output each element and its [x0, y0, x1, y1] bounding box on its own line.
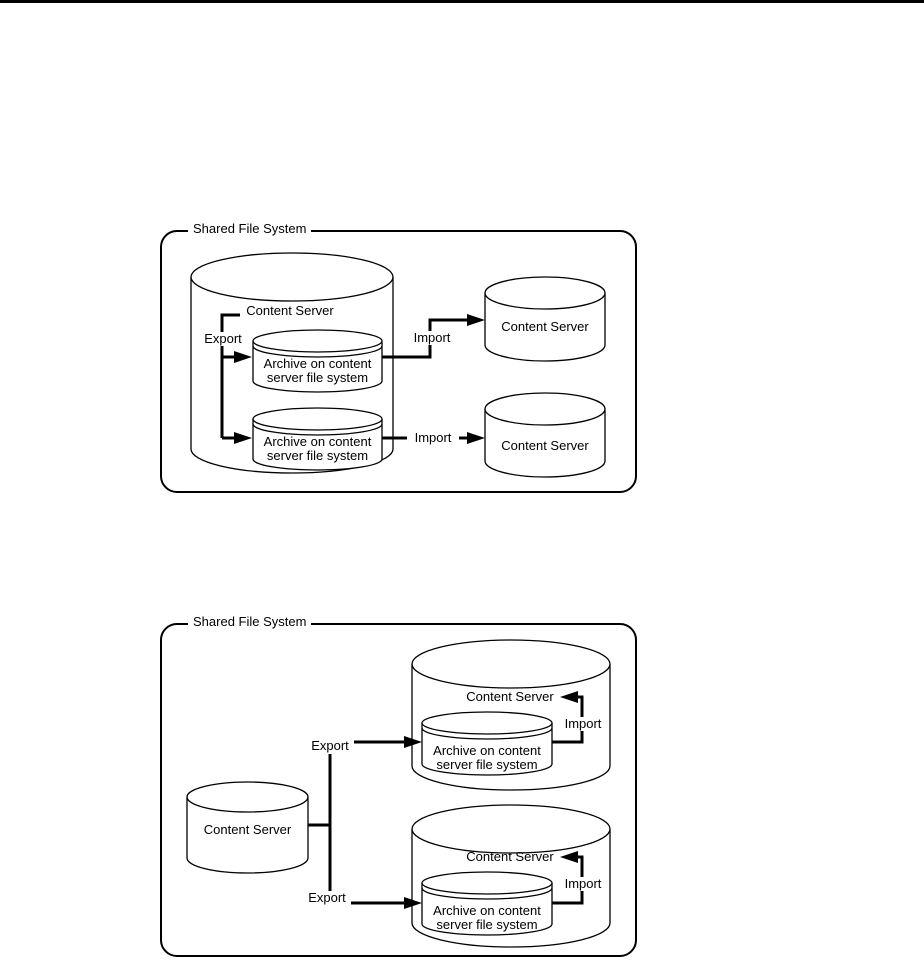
shared-volume-label: Content Server [246, 303, 334, 318]
cylinder-top [484, 276, 606, 310]
cylinder-body [484, 293, 606, 362]
arrowhead [234, 432, 252, 444]
archive-cylinder-2 [421, 871, 553, 936]
cylinder-body [186, 797, 309, 874]
cylinder-top [421, 711, 553, 735]
export-connector [220, 313, 252, 444]
export-connector [308, 736, 422, 909]
cylinder-body [484, 409, 606, 478]
diagram-export-import-shared-source: Shared File System Content Server Export… [160, 222, 637, 493]
cylinder-top [252, 407, 383, 431]
archive-cylinder-2 [252, 407, 383, 471]
arrowhead [234, 351, 252, 363]
arrowhead [467, 314, 485, 326]
cylinder-top [421, 871, 553, 895]
export-label: Export [197, 332, 249, 346]
archive-cylinder-1 [252, 329, 383, 393]
arrowhead [467, 432, 485, 444]
cylinder-body [421, 883, 553, 936]
cylinder-body [252, 341, 383, 393]
cylinder-body [252, 419, 383, 471]
source-server-label: Content Server [203, 822, 292, 837]
cylinder-top [411, 639, 611, 689]
shared-volume-label-1: Content Server [466, 689, 554, 704]
cylinder-rim [421, 727, 553, 740]
cylinder-body [421, 723, 553, 776]
cylinder-rim [252, 345, 383, 358]
target-server-label-2: Content Server [501, 438, 589, 453]
frame-title: Shared File System [188, 222, 312, 236]
cylinder-top [186, 781, 309, 813]
cylinder-top [190, 252, 394, 302]
archive-label-2: Archive on content server file system [263, 434, 372, 463]
cylinder-top [411, 804, 611, 854]
arrowhead [404, 897, 422, 909]
archive-label-2: Archive on content server file system [433, 903, 541, 932]
source-server-cylinder [186, 781, 309, 874]
target-server-cylinder-1 [484, 276, 606, 362]
shared-file-system-frame [160, 623, 637, 957]
shared-file-system-frame [160, 230, 637, 493]
export-label-1: Export [306, 739, 354, 753]
target-server-cylinder-2 [484, 392, 606, 478]
export-label-2: Export [303, 891, 351, 905]
page-top-rule [0, 0, 924, 3]
cylinder-rim [421, 887, 553, 900]
import-label-1: Import [559, 717, 607, 731]
import-label-2: Import [407, 431, 459, 445]
import-label-2: Import [559, 877, 607, 891]
cylinder-top [252, 329, 383, 353]
cylinder-top [484, 392, 606, 426]
diagram-export-import-shared-targets: Shared File System Content Server Export… [160, 615, 637, 957]
arrowhead [404, 736, 422, 748]
frame-title: Shared File System [188, 615, 312, 629]
diagram-canvas [160, 623, 637, 957]
arrowhead [560, 691, 578, 703]
target-server-label-1: Content Server [501, 319, 589, 334]
cylinder-rim [252, 423, 383, 436]
archive-label-1: Archive on content server file system [433, 743, 541, 772]
archive-label-1: Archive on content server file system [263, 356, 372, 385]
shared-volume-label-2: Content Server [466, 849, 554, 864]
arrowhead [560, 851, 578, 863]
import-label-1: Import [406, 331, 458, 345]
diagram-canvas [160, 230, 637, 493]
archive-cylinder-1 [421, 711, 553, 776]
